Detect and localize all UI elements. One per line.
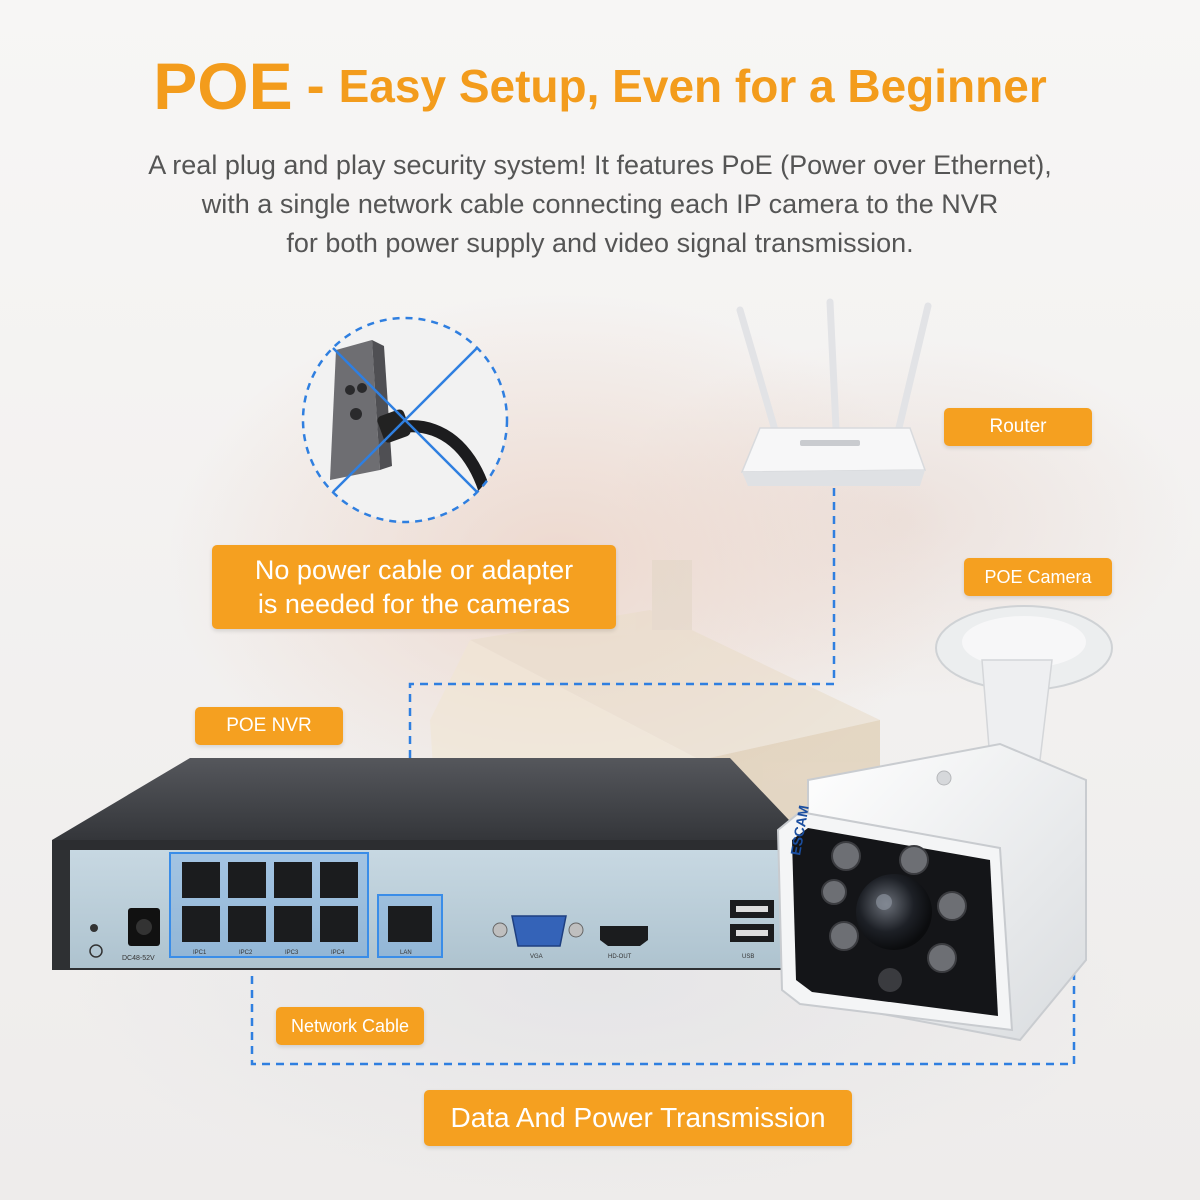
connection-lines <box>250 488 1076 1066</box>
poe-port-label-3: IPC3 <box>285 950 299 956</box>
poe-ports <box>182 862 358 942</box>
hdmi-label: HD-OUT <box>608 954 632 960</box>
headline: POE-Easy Setup, Even for a Beginner <box>0 48 1200 124</box>
nvr-to-camera-line <box>250 910 1076 1066</box>
vga-label: VGA <box>530 954 543 960</box>
poe-camera-tag: POE Camera <box>964 558 1112 596</box>
headline-poe: POE <box>153 49 293 123</box>
headline-text: Easy Setup, Even for a Beginner <box>338 60 1047 112</box>
no-power-callout: No power cable or adapter is needed for … <box>212 545 616 629</box>
subtitle-line-1: A real plug and play security system! It… <box>148 150 1052 180</box>
subtitle-line-3: for both power supply and video signal t… <box>286 228 914 258</box>
poe-port-labels: IPC1 IPC2 IPC3 IPC4 <box>193 950 345 956</box>
nvr-power-label: DC48-52V <box>122 955 155 962</box>
poe-camera-device: ESCAM <box>776 605 1113 1042</box>
poe-nvr-tag: POE NVR <box>195 707 343 745</box>
router-tag: Router <box>944 408 1092 446</box>
no-power-callout-line-1: No power cable or adapter <box>254 555 574 585</box>
no-power-socket-illustration <box>301 316 509 524</box>
network-cable-tag: Network Cable <box>276 1007 424 1045</box>
nvr-device: DC48-52V IPC1 IPC2 IPC3 IPC4 LAN VGA HD-… <box>52 758 808 970</box>
subtitle-line-2: with a single network cable connecting e… <box>201 189 999 219</box>
poe-port-label-2: IPC2 <box>239 950 253 956</box>
lan-port-label: LAN <box>400 950 412 956</box>
usb-label: USB <box>742 954 754 960</box>
data-power-transmission-tag: Data And Power Transmission <box>424 1090 852 1146</box>
no-power-callout-line-2: is needed for the cameras <box>257 589 571 619</box>
headline-dash: - <box>306 56 325 116</box>
subtitle: A real plug and play security system! It… <box>60 146 1140 263</box>
router-to-nvr-line <box>408 488 836 892</box>
router-illustration <box>736 298 932 486</box>
poe-port-label-1: IPC1 <box>193 950 207 956</box>
poe-port-label-4: IPC4 <box>331 950 345 956</box>
